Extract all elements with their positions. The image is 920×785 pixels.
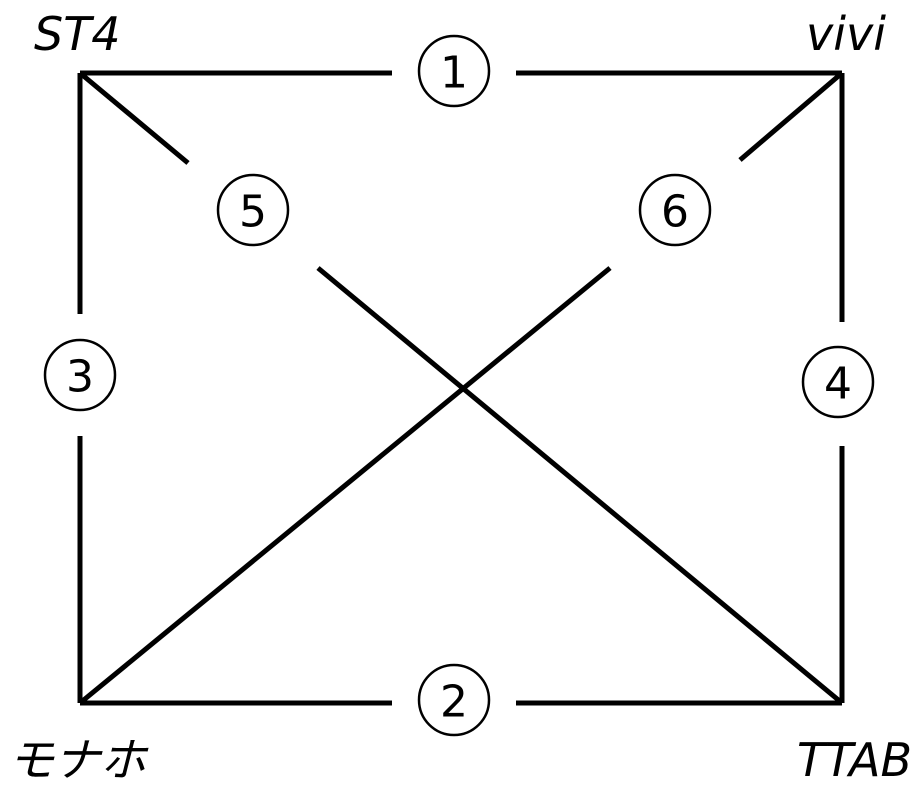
edge-marker-1: 1: [417, 34, 491, 108]
edge-marker-4-text: 4: [824, 359, 852, 410]
edge-marker-5-text: 5: [239, 187, 267, 238]
edge-marker-2: 2: [417, 663, 491, 737]
edge-marker-6-text: 6: [661, 187, 689, 238]
edge-5-bottom-segment: [316, 266, 844, 705]
edge-marker-3: 3: [43, 338, 117, 412]
edge-marker-6: 6: [638, 173, 712, 247]
node-label-top-left: ST4: [34, 7, 121, 61]
edge-5-top-segment: [78, 71, 190, 165]
edge-marker-6-circle: [638, 173, 712, 247]
edge-marker-2-circle: [417, 663, 491, 737]
edge-6-bottom-segment: [78, 266, 612, 705]
edge-marker-2-text: 2: [440, 677, 468, 728]
edge-marker-5: 5: [216, 173, 290, 247]
edge-marker-4-circle: [801, 345, 875, 419]
edge-marker-5-circle: [216, 173, 290, 247]
edge-marker-3-circle: [43, 338, 117, 412]
node-label-top-right: vivi: [806, 7, 886, 61]
node-label-bottom-right: TTAB: [797, 733, 912, 785]
edge-marker-4: 4: [801, 345, 875, 419]
edge-marker-3-text: 3: [66, 352, 94, 403]
edge-marker-1-text: 1: [440, 48, 468, 99]
edge-6-top-segment: [738, 71, 844, 162]
node-label-bottom-left: モナホ: [8, 733, 149, 785]
edge-marker-1-circle: [417, 34, 491, 108]
